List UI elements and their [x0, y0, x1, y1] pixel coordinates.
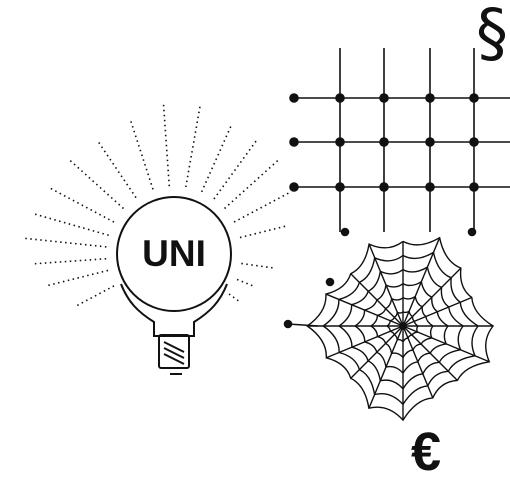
grid-node — [380, 183, 388, 191]
grid-node — [426, 183, 434, 191]
bulb-ray — [241, 263, 273, 267]
bulb-ray — [130, 119, 153, 189]
grid-node — [336, 183, 344, 191]
grid-node — [470, 94, 478, 102]
grid-node — [380, 138, 388, 146]
grid-node — [380, 94, 388, 102]
grid-node — [336, 94, 344, 102]
bulb-ray — [32, 213, 109, 235]
section-sign-icon: § — [476, 2, 508, 66]
bulb-label: UNI — [119, 235, 229, 272]
grid-node — [336, 138, 344, 146]
grid-node — [426, 138, 434, 146]
grid-node — [426, 94, 434, 102]
grid-network-icon — [285, 48, 510, 328]
bulb-ray — [186, 106, 200, 187]
bulb-ray — [229, 294, 240, 302]
spider-web-icon — [307, 238, 493, 420]
bulb-ray — [49, 187, 114, 222]
grid-node — [290, 183, 298, 191]
grid-node — [342, 229, 349, 236]
bulb-ray — [77, 286, 114, 306]
bulb-ray — [234, 192, 291, 222]
bulb-ray — [164, 104, 170, 186]
bulb-ray — [202, 124, 232, 192]
grid-node — [470, 183, 478, 191]
bulb-ray — [25, 238, 107, 247]
bulb-ray — [240, 226, 286, 237]
euro-sign-icon: € — [411, 425, 441, 479]
bulb-ray — [225, 160, 279, 208]
web-center — [400, 323, 406, 329]
grid-node — [469, 229, 476, 236]
grid-node — [327, 279, 334, 286]
bulb-ray — [97, 140, 136, 198]
grid-node — [470, 138, 478, 146]
bulb-ray — [237, 279, 256, 286]
bulb-ray — [34, 259, 106, 264]
grid-node — [290, 138, 298, 146]
bulb-rays — [25, 104, 291, 305]
bulb-ray — [48, 270, 108, 285]
grid-node — [290, 94, 298, 102]
